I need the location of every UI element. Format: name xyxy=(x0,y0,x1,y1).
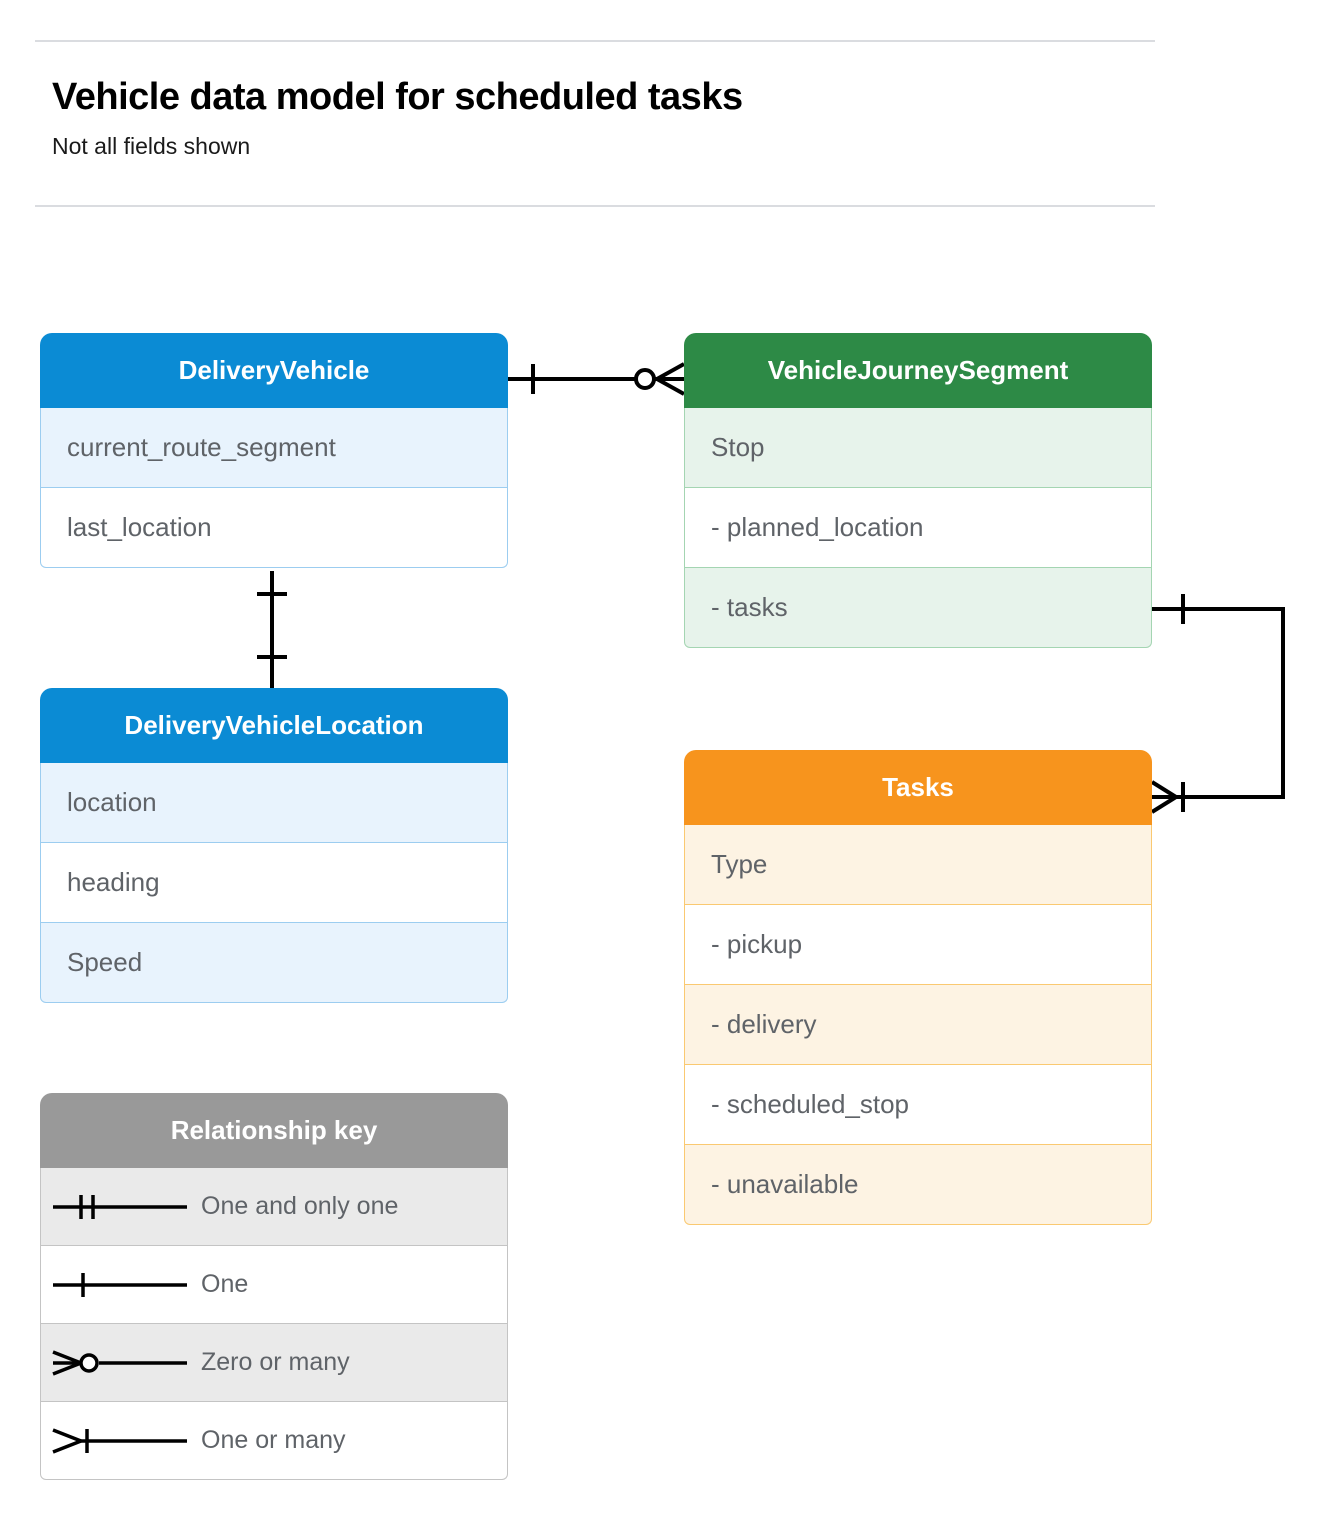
page-title: Vehicle data model for scheduled tasks xyxy=(52,76,743,118)
cardinality-zero-circle-vjs xyxy=(634,368,656,390)
relationship-key-legend: Relationship key One and only one One xyxy=(40,1093,508,1480)
legend-row: Zero or many xyxy=(40,1324,508,1402)
legend-label: One xyxy=(201,1270,249,1298)
legend-row: One or many xyxy=(40,1402,508,1480)
header-divider-top xyxy=(35,40,1155,42)
page-subtitle: Not all fields shown xyxy=(52,133,251,159)
entity-row: Stop xyxy=(684,408,1152,488)
entity-row: last_location xyxy=(40,488,508,568)
entity-tasks[interactable]: Tasks Type - pickup - delivery - schedul… xyxy=(684,750,1152,1225)
entity-delivery-vehicle[interactable]: DeliveryVehicle current_route_segment la… xyxy=(40,333,508,568)
entity-row: current_route_segment xyxy=(40,408,508,488)
header-divider-bottom xyxy=(35,205,1155,207)
entity-row: Speed xyxy=(40,923,508,1003)
entity-delivery-vehicle-title: DeliveryVehicle xyxy=(40,333,508,408)
entity-row: - scheduled_stop xyxy=(684,1065,1152,1145)
entity-vehicle-journey-segment-title: VehicleJourneySegment xyxy=(684,333,1152,408)
legend-title: Relationship key xyxy=(40,1093,508,1168)
entity-tasks-title: Tasks xyxy=(684,750,1152,825)
crowsfoot-upper-vjs xyxy=(656,362,685,381)
entity-row: - tasks xyxy=(684,568,1152,648)
one-or-many-icon xyxy=(41,1421,201,1461)
connector-line-vjs-tasks xyxy=(1152,607,1285,799)
legend-label: One or many xyxy=(201,1426,346,1454)
entity-row: - delivery xyxy=(684,985,1152,1065)
one-and-only-one-icon xyxy=(41,1187,201,1227)
entity-row: location xyxy=(40,763,508,843)
entity-delivery-vehicle-location[interactable]: DeliveryVehicleLocation location heading… xyxy=(40,688,508,1003)
entity-delivery-vehicle-location-title: DeliveryVehicleLocation xyxy=(40,688,508,763)
entity-row: - unavailable xyxy=(684,1145,1152,1225)
entity-row: heading xyxy=(40,843,508,923)
one-icon xyxy=(41,1265,201,1305)
legend-label: One and only one xyxy=(201,1192,399,1220)
entity-row: Type xyxy=(684,825,1152,905)
entity-row: - pickup xyxy=(684,905,1152,985)
crowsfoot-lower-vjs xyxy=(656,377,685,396)
zero-or-many-icon xyxy=(41,1343,201,1383)
legend-row: One and only one xyxy=(40,1168,508,1246)
legend-label: Zero or many xyxy=(201,1348,350,1376)
crowsfoot-upper-tasks xyxy=(1150,780,1178,799)
entity-vehicle-journey-segment[interactable]: VehicleJourneySegment Stop - planned_loc… xyxy=(684,333,1152,648)
entity-row: - planned_location xyxy=(684,488,1152,568)
crowsfoot-lower-tasks xyxy=(1150,795,1178,814)
legend-row: One xyxy=(40,1246,508,1324)
